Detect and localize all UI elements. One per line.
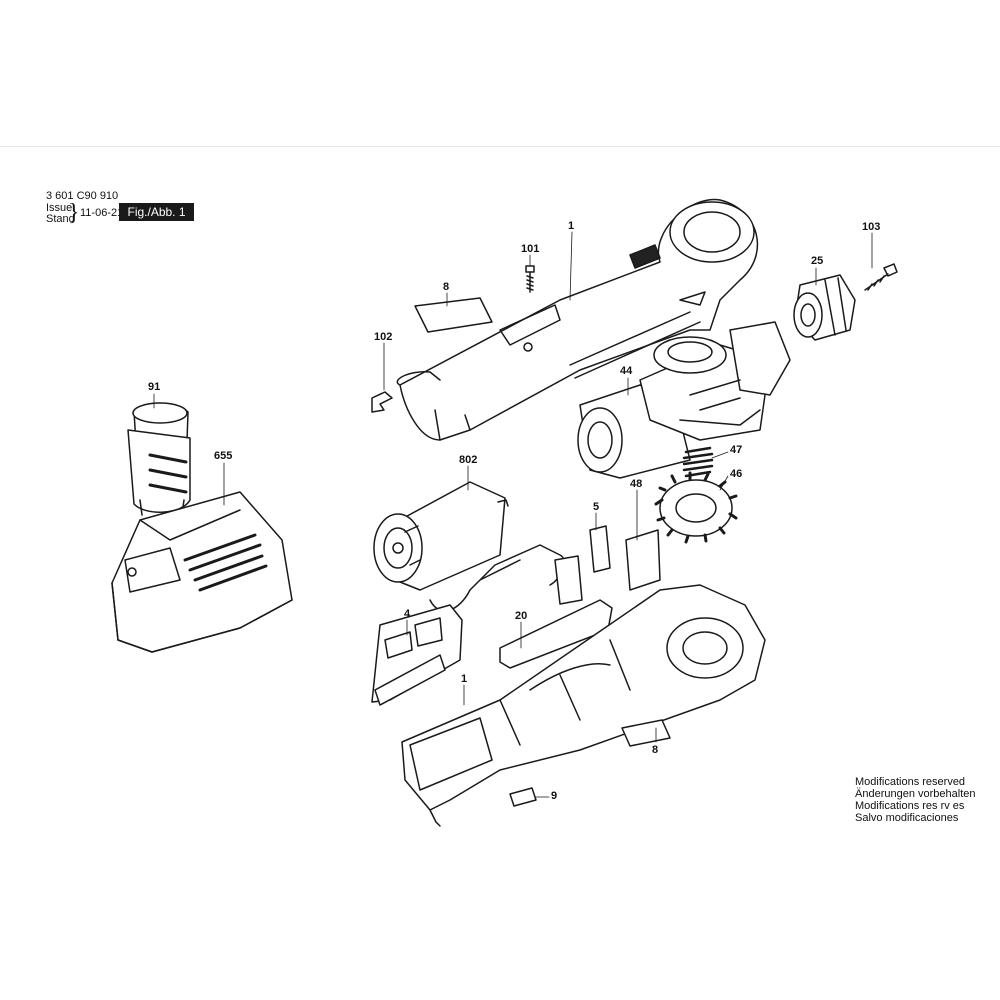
figure-label: Fig./Abb. 1 [119, 203, 194, 221]
note-line: Salvo modificaciones [855, 812, 959, 824]
part-number-46: 46 [730, 468, 743, 480]
part-number-4: 4 [404, 608, 411, 620]
page-top-border [0, 146, 1000, 147]
chuck-part [793, 274, 856, 341]
electronics-board-part [371, 604, 463, 706]
part-5 [589, 525, 611, 573]
screw-103-part [864, 263, 898, 291]
part-number-9: 9 [551, 790, 558, 802]
part-number-20: 20 [515, 610, 528, 622]
modification-notes: Modifications reserved Änderungen vorbeh… [855, 776, 975, 824]
part-number-102: 102 [374, 331, 393, 343]
part-number-802: 802 [459, 454, 478, 466]
issue-label: Issue [46, 202, 73, 214]
charger-part [111, 491, 293, 653]
part-number-44: 44 [620, 365, 633, 377]
motor-part [373, 481, 509, 591]
part-number-103: 103 [862, 221, 881, 233]
part-number-8-bottom: 8 [652, 744, 659, 756]
part-number-1-bottom: 1 [461, 673, 468, 685]
stand-label: Stand [46, 213, 75, 225]
part-number-1-top: 1 [568, 220, 575, 232]
note-line: Modifications reserved [855, 776, 966, 788]
label-8-bottom-part [621, 719, 671, 747]
battery-pack-part [127, 402, 191, 516]
label-9-part [509, 787, 537, 807]
issue-date: 11-06-21 [80, 207, 124, 219]
part-number-48: 48 [630, 478, 643, 490]
drawing-number: 3 601 C90 910 [46, 190, 119, 202]
screw-101-part [525, 265, 535, 293]
clip-102-part [371, 391, 393, 413]
brace-symbol: } [68, 200, 80, 226]
spring-part [682, 446, 714, 478]
upper-housing-part [396, 198, 759, 441]
gear-head-part [577, 321, 791, 479]
part-48 [625, 529, 661, 591]
part-number-25: 25 [811, 255, 824, 267]
part-number-5: 5 [593, 501, 600, 513]
switch-part [554, 555, 583, 605]
part-number-655: 655 [214, 450, 233, 462]
part-number-8-top: 8 [443, 281, 450, 293]
lower-housing-part [401, 584, 766, 827]
part-number-101: 101 [521, 243, 540, 255]
part-number-47: 47 [730, 444, 743, 456]
part-number-91: 91 [148, 381, 161, 393]
note-line: Modifications res rv es [855, 800, 965, 812]
note-line: Änderungen vorbehalten [855, 788, 976, 800]
gear-ring-part [654, 471, 738, 544]
label-8-top-part [414, 297, 493, 333]
